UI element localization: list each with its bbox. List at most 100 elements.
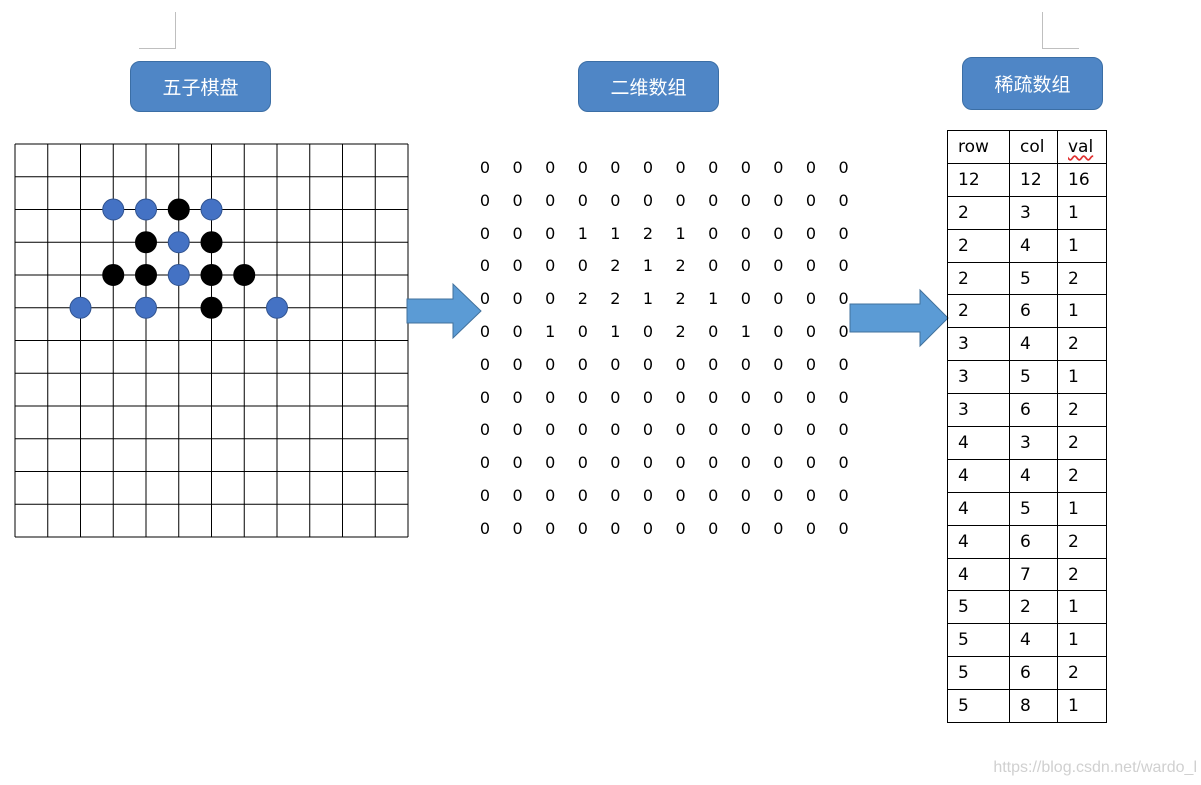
- array-cell: 0: [708, 322, 719, 341]
- table-cell: 8: [1009, 689, 1058, 724]
- blue-piece: [167, 231, 190, 254]
- array-cell: 0: [479, 420, 491, 440]
- array-cell: 0: [708, 190, 719, 210]
- array-cell: 2: [675, 256, 686, 276]
- array-cell: 0: [512, 322, 523, 341]
- array-cell: 0: [708, 486, 719, 505]
- array-cell: 0: [838, 453, 849, 473]
- array-cell: 1: [740, 322, 751, 341]
- table-cell: 1: [1057, 623, 1107, 658]
- array-cell: 0: [740, 387, 751, 407]
- table-cell: 3: [1009, 195, 1058, 230]
- array-cell: 0: [479, 190, 491, 210]
- table-cell: 4: [947, 491, 1010, 526]
- blue-piece: [102, 198, 125, 221]
- table-cell: 7: [1009, 557, 1058, 592]
- array-cell: 0: [740, 190, 751, 210]
- array-cell: 0: [740, 223, 751, 243]
- array-cell: 0: [512, 354, 523, 374]
- array-cell: 0: [577, 387, 588, 407]
- gomoku-pieces: [69, 198, 288, 319]
- table-cell: 12: [947, 162, 1010, 197]
- array-cell: 0: [479, 158, 491, 177]
- array-cell: 0: [805, 190, 817, 210]
- array-cell: 0: [773, 354, 784, 374]
- array-cell: 0: [740, 289, 751, 309]
- array-cell: 0: [479, 518, 491, 538]
- array-cell: 0: [675, 420, 686, 440]
- array-cell: 0: [838, 158, 849, 177]
- array-cell: 0: [740, 518, 751, 538]
- array-cell: 0: [512, 190, 523, 210]
- array-cell: 0: [610, 387, 621, 407]
- array-cell: 0: [740, 453, 751, 473]
- array-cell: 0: [512, 289, 523, 309]
- array-cell: 0: [740, 256, 751, 276]
- array-cell: 2: [610, 289, 621, 309]
- array-cell: 0: [773, 256, 784, 276]
- array-cell: 0: [805, 387, 817, 407]
- array-cell: 2: [675, 322, 686, 341]
- array-cell: 0: [512, 518, 523, 538]
- array-cell: 0: [708, 223, 719, 243]
- array-cell: 0: [577, 420, 588, 440]
- arrow-array-to-sparse: [849, 288, 949, 348]
- array-cell: 0: [773, 453, 784, 473]
- table-cell: 5: [1009, 261, 1058, 296]
- table-cell: 3: [947, 360, 1010, 395]
- table-cell: 6: [1009, 393, 1058, 428]
- array-cell: 2: [675, 289, 686, 309]
- array-cell: 0: [512, 223, 523, 243]
- array-cell: 0: [838, 354, 849, 374]
- table-cell: 16: [1057, 162, 1107, 197]
- table-cell: 2: [947, 294, 1010, 329]
- array-cell: 1: [577, 223, 588, 243]
- table-cell: 4: [947, 557, 1010, 592]
- table-cell: 2: [1057, 557, 1107, 592]
- corner-mark-right: [1042, 12, 1079, 49]
- table-cell: 1: [1057, 195, 1107, 230]
- array-cell: 0: [479, 289, 491, 309]
- array-cell: 1: [642, 289, 654, 309]
- array-cell: 0: [610, 420, 621, 440]
- array-cell: 0: [675, 158, 686, 177]
- array-cell: 0: [577, 354, 588, 374]
- array-cell: 0: [773, 158, 784, 177]
- array-cell: 0: [545, 387, 556, 407]
- table-cell: 2: [1057, 524, 1107, 559]
- array-cell: 0: [577, 518, 588, 538]
- array-cell: 0: [512, 486, 523, 505]
- table-cell: 6: [1009, 294, 1058, 329]
- array-cell: 0: [805, 289, 817, 309]
- table-cell: 1: [1057, 360, 1107, 395]
- blue-piece: [167, 264, 190, 286]
- array-cell: 2: [642, 223, 654, 243]
- array-cell: 2: [577, 289, 588, 309]
- array-cell: 0: [805, 518, 817, 538]
- table-cell: 3: [947, 327, 1010, 362]
- array-cell: 0: [642, 518, 654, 538]
- board-label: 五子棋盘: [130, 61, 271, 112]
- black-piece: [135, 264, 157, 286]
- array2d-label: 二维数组: [578, 61, 719, 112]
- table-cell: 2: [1057, 656, 1107, 691]
- black-piece: [200, 296, 223, 319]
- array-cell: 0: [545, 256, 556, 276]
- array-cell: 0: [675, 453, 686, 473]
- array-cell: 0: [610, 486, 621, 505]
- array-cell: 0: [479, 322, 491, 341]
- array-cell: 0: [545, 223, 556, 243]
- array-cell: 0: [577, 190, 588, 210]
- array-cell: 0: [512, 387, 523, 407]
- array-cell: 0: [773, 223, 784, 243]
- array-cell: 0: [675, 518, 686, 538]
- array-cell: 0: [708, 518, 719, 538]
